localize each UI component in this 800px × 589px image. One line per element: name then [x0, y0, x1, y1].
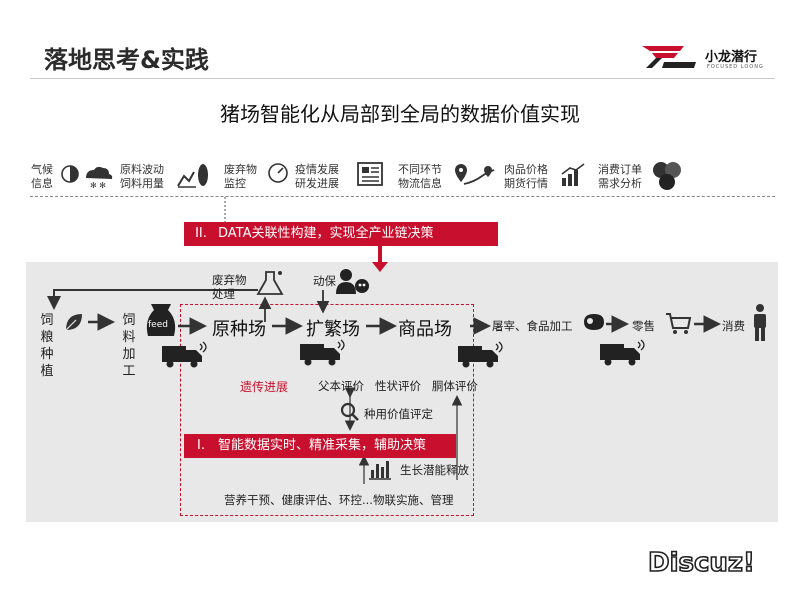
logo-icon [642, 46, 696, 68]
crop-chart-icon [177, 164, 208, 188]
flask-icon [256, 271, 284, 295]
stage-multiplier-farm: 扩繁场 [306, 319, 360, 340]
people-icon [653, 162, 681, 190]
svg-text:✻ ✻: ✻ ✻ [90, 181, 106, 190]
weather-icon: ✻ ✻ [61, 165, 113, 190]
waste-treatment-label: 废弃物 处理 [212, 273, 247, 301]
trend-icon [561, 163, 585, 186]
bar-chart-icon [369, 461, 391, 480]
veterinarian-icon [336, 269, 369, 294]
feed-tag: feed [148, 320, 168, 330]
retail-label: 零售 [632, 319, 655, 333]
banner-smart-data: I. 智能数据实时、精准采集，辅助决策 [184, 434, 456, 458]
banner-bottom-number: I. [197, 438, 205, 453]
stage-breeding-farm: 原种场 [212, 319, 266, 340]
banner-top-number: II. [195, 226, 207, 241]
newspaper-icon [357, 162, 383, 186]
info-label-climate: 气候 信息 [31, 163, 53, 190]
grain-planting-label: 饲 粮 种 植 [40, 313, 54, 379]
truck-icon-feed [162, 341, 207, 368]
slaughter-label: 屠宰、食品加工 [492, 319, 573, 333]
banner-data-correlation: II. DATA关联性构建，实现全产业链决策 [184, 222, 498, 246]
logo-text: 小龙潜行 [705, 50, 758, 65]
info-label-epidemic: 疫情发展 研发进展 [295, 163, 339, 190]
watermark: Discuz! [647, 547, 755, 579]
growth-potential-label: 生长潜能释放 [400, 463, 469, 477]
info-label-waste: 废弃物 监控 [224, 163, 257, 190]
breeding-value-label: 种用价值评定 [364, 407, 433, 421]
info-label-demand: 消费订单 需求分析 [598, 163, 642, 190]
feed-processing-label: 饲 料 加 工 [122, 313, 136, 379]
meat-icon [584, 314, 604, 330]
info-label-price: 肉品价格 期货行情 [504, 163, 548, 190]
consumption-label: 消费 [722, 319, 745, 333]
value-chain-band [26, 262, 778, 522]
feed-bag-icon [146, 304, 176, 336]
gauge-icon [268, 163, 288, 183]
evaluation-labels: 父本评价 性状评价 胴体评价 [318, 379, 478, 393]
genetic-progress-label: 遗传进展 [240, 380, 289, 394]
leaf-icon [65, 314, 82, 331]
logo-subtext: FOCUSED LOONG [707, 64, 764, 70]
person-icon [754, 304, 766, 341]
info-label-logistics: 不同环节 物流信息 [398, 163, 442, 190]
truck-icon-multiplier [300, 339, 345, 366]
stage-commercial-farm: 商品场 [398, 319, 452, 340]
page-title: 落地思考&实践 [44, 46, 209, 74]
search-icon [340, 402, 359, 421]
info-label-feed: 原料波动 饲料用量 [120, 163, 164, 190]
management-label: 营养干预、健康评估、环控...物联实施、管理 [224, 493, 454, 507]
info-divider [30, 196, 775, 197]
route-icon [455, 164, 495, 185]
vet-label: 动保 [313, 274, 336, 288]
diagram-subtitle: 猪场智能化从局部到全局的数据价值实现 [220, 102, 580, 126]
banner-top-text: DATA关联性构建，实现全产业链决策 [218, 226, 434, 241]
cart-icon [666, 313, 692, 334]
truck-icon-retail [600, 339, 645, 366]
banner-bottom-text: 智能数据实时、精准采集，辅助决策 [218, 438, 427, 453]
title-divider [30, 78, 775, 79]
truck-icon-commercial [458, 341, 503, 368]
